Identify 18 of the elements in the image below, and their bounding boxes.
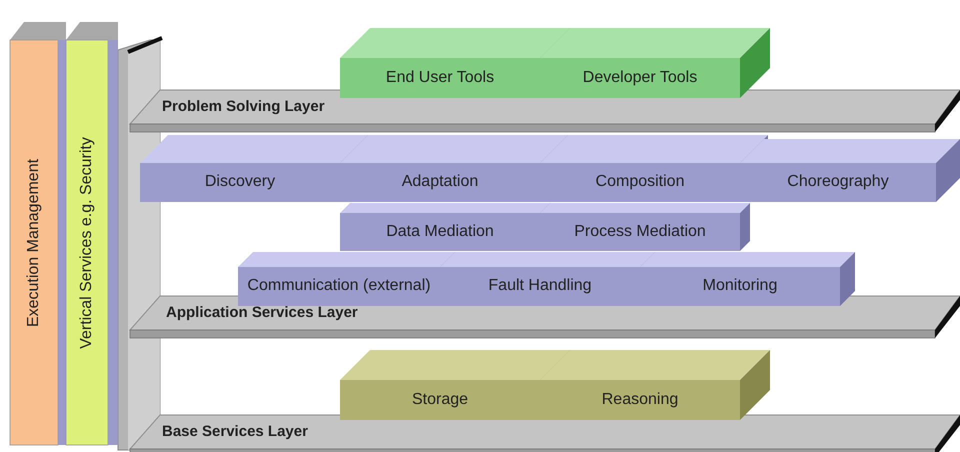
block-label: Discovery (204, 173, 276, 192)
bar-label: Execution Management (25, 158, 44, 327)
layer-label: Problem Solving Layer (162, 98, 325, 115)
layer-label: Base Services Layer (162, 423, 308, 440)
bar-label: Vertical Services e.g. Security (78, 136, 96, 348)
block-label: Developer Tools (582, 68, 698, 88)
block-label: Data Mediation (386, 222, 494, 242)
block-label: Communication (external) (247, 277, 431, 296)
block-label: End User Tools (386, 68, 494, 88)
block-label: Adaptation (402, 173, 478, 192)
block-label: Reasoning (602, 390, 678, 410)
layer-label: Application Services Layer (166, 304, 358, 321)
block-label: Storage (412, 390, 468, 410)
block-label: Fault Handling (488, 277, 592, 296)
block-label: Composition (596, 173, 684, 192)
block-label: Choreography (787, 173, 889, 192)
block-label: Process Mediation (574, 222, 706, 242)
block-label: Monitoring (702, 277, 778, 296)
